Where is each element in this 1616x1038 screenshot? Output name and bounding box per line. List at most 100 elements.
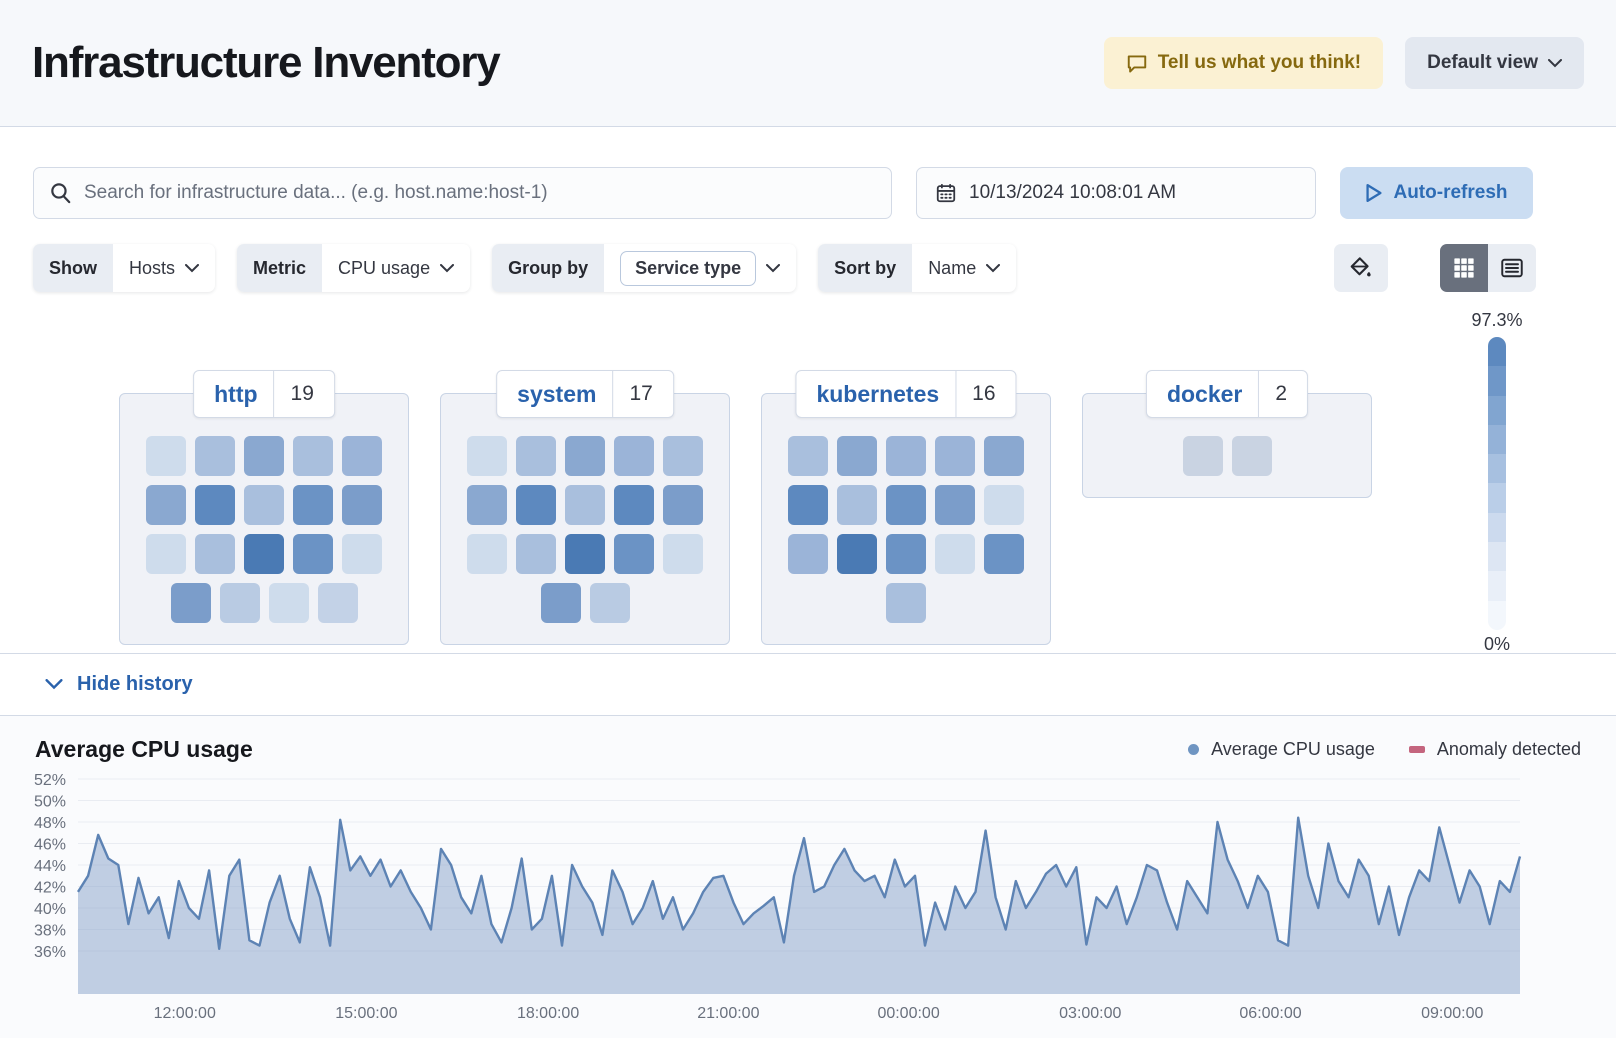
group-name-link[interactable]: system — [517, 380, 597, 407]
host-tile[interactable] — [614, 485, 654, 525]
view-mode-toggle — [1440, 244, 1536, 292]
table-view-button[interactable] — [1488, 244, 1536, 292]
host-tile[interactable] — [984, 485, 1024, 525]
host-tile[interactable] — [467, 534, 507, 574]
host-tile[interactable] — [467, 436, 507, 476]
host-tile[interactable] — [467, 485, 507, 525]
host-tile[interactable] — [342, 485, 382, 525]
legend-item-anomaly[interactable]: Anomaly detected — [1408, 739, 1581, 760]
grid-view-icon — [1454, 258, 1474, 278]
host-tile[interactable] — [540, 583, 581, 623]
group-tiles — [467, 436, 703, 623]
sort-by-filter-value[interactable]: Name — [912, 258, 1016, 279]
search-input[interactable] — [84, 182, 875, 204]
host-tile[interactable] — [317, 583, 358, 623]
host-tile[interactable] — [935, 485, 975, 525]
host-tile[interactable] — [886, 436, 926, 476]
host-tile[interactable] — [146, 485, 186, 525]
host-tile[interactable] — [614, 534, 654, 574]
grid-view-button[interactable] — [1440, 244, 1488, 292]
scale-max-label: 97.3% — [1471, 310, 1523, 330]
host-tile[interactable] — [589, 583, 630, 623]
show-filter-value[interactable]: Hosts — [113, 258, 215, 279]
host-tile[interactable] — [219, 583, 260, 623]
page-header: Infrastructure Inventory Tell us what yo… — [0, 0, 1616, 127]
host-tile[interactable] — [788, 485, 828, 525]
host-tile[interactable] — [935, 534, 975, 574]
host-tile[interactable] — [663, 485, 703, 525]
host-tile[interactable] — [886, 583, 926, 623]
host-tile[interactable] — [195, 534, 235, 574]
host-tile[interactable] — [935, 436, 975, 476]
host-tile[interactable] — [244, 436, 284, 476]
host-tile[interactable] — [293, 436, 333, 476]
chevron-down-icon — [766, 263, 781, 272]
view-selector-label: Default view — [1427, 52, 1538, 73]
date-value: 10/13/2024 10:08:01 AM — [969, 182, 1177, 203]
host-tile[interactable] — [886, 485, 926, 525]
host-tile[interactable] — [984, 534, 1024, 574]
group-by-filter-value[interactable]: Service type — [604, 250, 796, 286]
group-name-link[interactable]: kubernetes — [816, 380, 940, 407]
host-tile[interactable] — [614, 436, 654, 476]
host-tile[interactable] — [837, 534, 877, 574]
tile-row — [788, 583, 1024, 623]
host-tile[interactable] — [146, 534, 186, 574]
host-tile[interactable] — [663, 436, 703, 476]
host-tile[interactable] — [244, 485, 284, 525]
view-selector-button[interactable]: Default view — [1405, 37, 1584, 89]
host-tile[interactable] — [837, 485, 877, 525]
host-tile[interactable] — [1231, 436, 1272, 476]
svg-text:42%: 42% — [34, 880, 66, 897]
series-dot-icon — [1188, 744, 1200, 755]
host-tile[interactable] — [516, 436, 556, 476]
host-tile[interactable] — [170, 583, 211, 623]
host-tile[interactable] — [788, 534, 828, 574]
host-tile[interactable] — [984, 436, 1024, 476]
host-tile[interactable] — [886, 534, 926, 574]
scale-step — [1488, 424, 1506, 455]
host-tile[interactable] — [516, 534, 556, 574]
badge-divider — [612, 371, 614, 417]
host-tile[interactable] — [146, 436, 186, 476]
metric-filter-value[interactable]: CPU usage — [322, 258, 470, 279]
host-tile[interactable] — [565, 534, 605, 574]
host-tile[interactable] — [293, 485, 333, 525]
host-tile[interactable] — [837, 436, 877, 476]
host-tile[interactable] — [342, 436, 382, 476]
host-tile[interactable] — [244, 534, 284, 574]
group-name-link[interactable]: docker — [1166, 380, 1243, 407]
scale-step — [1488, 483, 1506, 513]
feedback-button[interactable]: Tell us what you think! — [1103, 37, 1384, 89]
color-palette-button[interactable] — [1334, 244, 1388, 292]
host-tile[interactable] — [565, 485, 605, 525]
host-tile[interactable] — [195, 436, 235, 476]
group-name-link[interactable]: http — [214, 380, 258, 407]
host-tile[interactable] — [1182, 436, 1223, 476]
host-tile[interactable] — [788, 436, 828, 476]
host-tile[interactable] — [268, 583, 309, 623]
badge-divider — [273, 371, 275, 417]
date-picker[interactable]: 10/13/2024 10:08:01 AM — [916, 167, 1316, 219]
tile-row — [146, 436, 382, 476]
search-icon — [51, 183, 71, 204]
auto-refresh-button[interactable]: Auto-refresh — [1340, 167, 1533, 219]
host-tile[interactable] — [516, 485, 556, 525]
anomaly-swatch-icon — [1408, 746, 1425, 753]
host-tile[interactable] — [663, 534, 703, 574]
group-badge: http 19 — [193, 370, 335, 418]
legend-item-average-cpu[interactable]: Average CPU usage — [1188, 739, 1375, 760]
host-tile[interactable] — [293, 534, 333, 574]
host-tile[interactable] — [565, 436, 605, 476]
scale-step — [1488, 542, 1506, 572]
filter-toolbar: Show Hosts Metric CPU usage Group by Ser… — [33, 244, 1536, 292]
svg-text:40%: 40% — [34, 901, 66, 918]
group-count: 19 — [290, 382, 314, 405]
search-input-wrapper — [33, 167, 892, 219]
page-title: Infrastructure Inventory — [32, 38, 501, 87]
host-tile[interactable] — [195, 485, 235, 525]
hide-history-toggle[interactable]: Hide history — [45, 673, 193, 696]
host-tile[interactable] — [342, 534, 382, 574]
